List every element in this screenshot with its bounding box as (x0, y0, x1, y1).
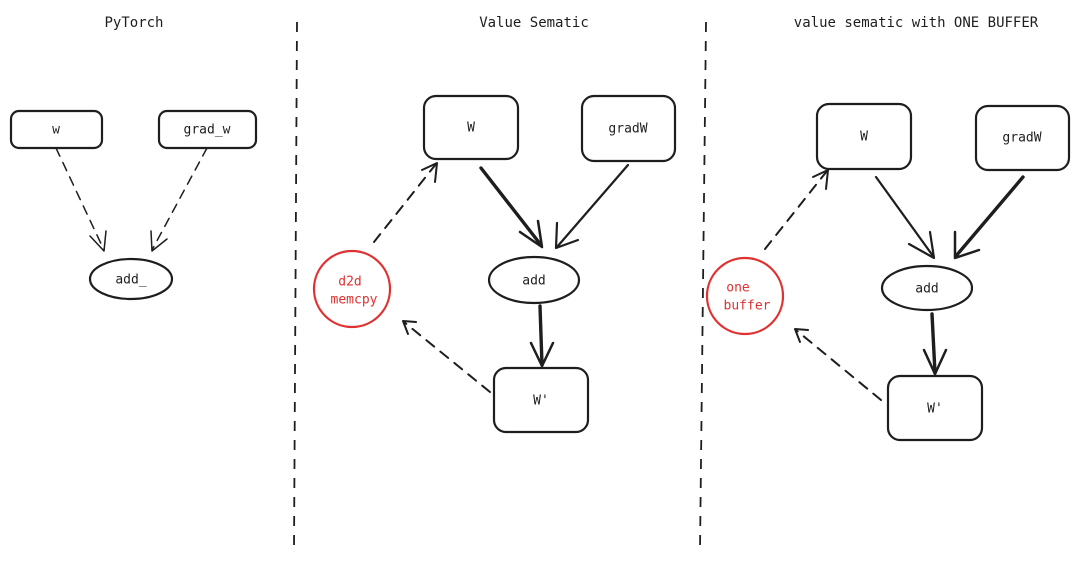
arrowhead (421, 162, 438, 183)
node-add-inplace-label: add_ (115, 273, 146, 288)
arrow-grad-to-add (954, 175, 1025, 258)
node-w-label: W (467, 121, 475, 136)
node-w-prime (492, 366, 590, 434)
arrow-add-to-out (930, 312, 937, 375)
node-add (880, 264, 974, 312)
note-one-buffer (705, 256, 785, 336)
node-w (422, 94, 520, 161)
arrowhead (89, 230, 107, 252)
node-w (815, 102, 913, 171)
arrowhead (794, 328, 809, 343)
panel-value-sematic: Value Sematic W gradW add W' d2d memcpy (312, 15, 677, 434)
node-gradw-label: gradW (1002, 131, 1041, 146)
arrow-grad-to-add (555, 163, 630, 249)
node-grad-w-label: grad_w (184, 123, 231, 138)
note-d2d-memcpy (312, 249, 392, 329)
dashed-arrow-out-to-note (403, 321, 491, 393)
node-w (9, 109, 104, 150)
node-w-prime-label: W' (927, 402, 943, 417)
node-w-label: W (860, 130, 868, 145)
node-w-prime (886, 374, 984, 442)
node-w-label: w (52, 123, 60, 138)
arrowhead (953, 230, 981, 260)
divider-left (293, 21, 298, 551)
divider-right (699, 21, 707, 551)
node-gradw (580, 94, 677, 163)
dashed-arrow-w-to-add (55, 147, 105, 251)
arrowhead (518, 219, 544, 249)
panel-one-buffer: value sematic with ONE BUFFER W gradW ad… (705, 15, 1071, 442)
node-add-label: add (915, 282, 938, 297)
dashed-arrow-grad-to-add (151, 147, 208, 251)
panel-title: PyTorch (104, 15, 163, 31)
arrow-add-to-out (538, 304, 544, 367)
note-line-2: memcpy (331, 293, 378, 308)
node-w-prime-label: W' (533, 394, 549, 409)
dashed-arrow-note-to-w (373, 163, 437, 243)
arrowhead (529, 341, 555, 368)
arrow-w-to-add (874, 175, 935, 258)
note-line-2: buffer (724, 299, 771, 314)
arrowhead (150, 230, 168, 252)
arrowhead (554, 221, 580, 250)
arrow-w-to-add (479, 166, 543, 247)
node-grad-w (157, 109, 258, 150)
node-add-inplace (88, 257, 174, 301)
node-gradw (974, 104, 1071, 172)
note-line-1: one (726, 281, 750, 296)
arrowhead (922, 348, 948, 376)
note-line-1: d2d (338, 275, 361, 290)
dashed-arrow-note-to-w (764, 170, 828, 250)
node-add (487, 255, 581, 305)
dashed-arrow-out-to-note (795, 329, 882, 401)
arrowhead (402, 320, 417, 335)
panel-title: value sematic with ONE BUFFER (794, 15, 1039, 31)
node-add-label: add (522, 274, 545, 289)
panel-pytorch: PyTorch w grad_w add_ (9, 15, 258, 301)
node-gradw-label: gradW (608, 122, 647, 137)
arrowhead (907, 230, 936, 260)
panel-title: Value Sematic (479, 15, 589, 31)
